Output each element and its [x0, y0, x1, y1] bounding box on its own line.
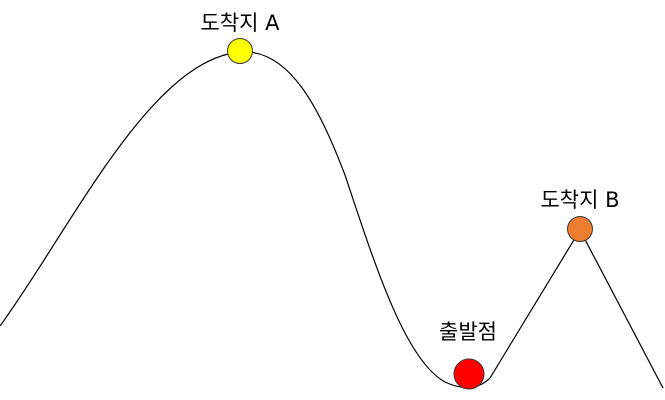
start-ball: [453, 358, 485, 390]
start-label: 출발점: [439, 320, 497, 344]
destination-b-label: 도착지 B: [540, 188, 619, 212]
terrain-curve: [0, 51, 664, 389]
destination-b-ball: [567, 216, 593, 242]
destination-a-ball: [227, 38, 253, 64]
destination-a-label: 도착지 A: [200, 11, 280, 35]
